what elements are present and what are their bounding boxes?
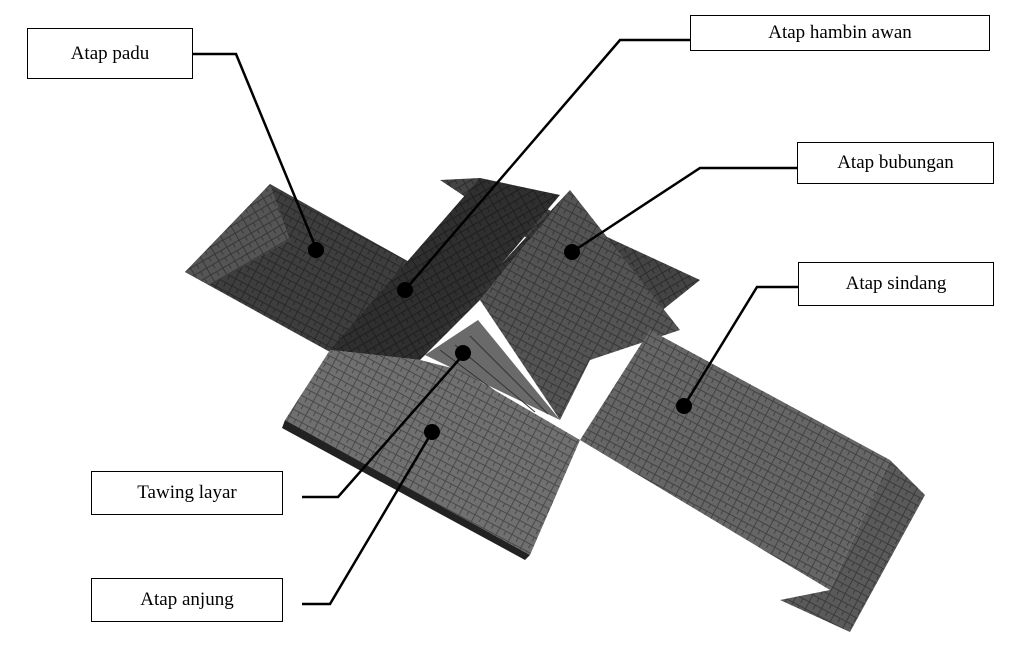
- leader-atap-hambin-awan: [404, 38, 690, 291]
- atap-sindang-roof: [580, 330, 925, 632]
- label-atap-bubungan: Atap bubungan: [797, 142, 994, 184]
- leader-tawing-layar: [302, 354, 464, 499]
- label-tawing-layar: Tawing layar: [91, 471, 283, 515]
- label-atap-anjung: Atap anjung: [91, 578, 283, 622]
- dot-atap-padu: [308, 242, 324, 258]
- leader-atap-sindang: [682, 285, 798, 407]
- leader-atap-anjung: [302, 431, 434, 606]
- leader-atap-bubungan: [571, 166, 797, 254]
- pointer-dots: [308, 242, 692, 440]
- dot-atap-anjung: [424, 424, 440, 440]
- dot-atap-sindang: [676, 398, 692, 414]
- atap-bubungan-roof: [420, 190, 680, 420]
- label-atap-padu: Atap padu: [27, 28, 193, 79]
- leader-lines: [193, 38, 798, 606]
- label-atap-sindang: Atap sindang: [798, 262, 994, 306]
- atap-padu-roof: [185, 184, 420, 352]
- atap-hambin-awan-roof: [330, 178, 560, 360]
- label-atap-hambin-awan: Atap hambin awan: [690, 15, 990, 51]
- dot-atap-bubungan: [564, 244, 580, 260]
- dot-atap-hambin-awan: [397, 282, 413, 298]
- leader-atap-padu: [193, 52, 318, 249]
- dot-tawing-layar: [455, 345, 471, 361]
- atap-anjung-roof: [282, 350, 580, 560]
